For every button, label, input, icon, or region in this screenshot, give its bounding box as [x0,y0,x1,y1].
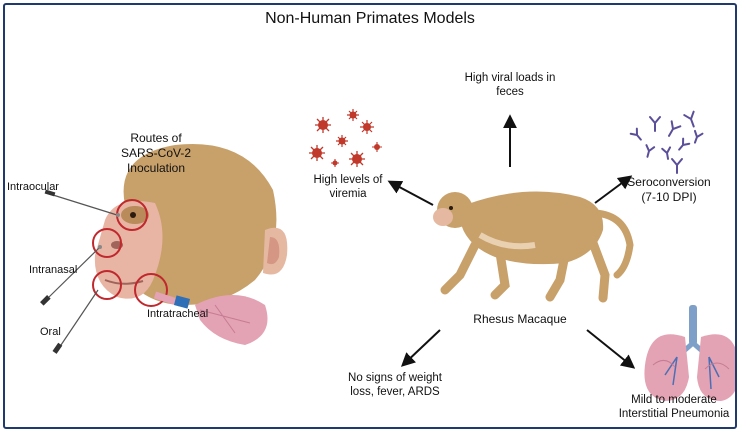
effect-pneumonia-line2: Interstitial Pneumonia [618,408,730,421]
arrow-seroconversion [594,175,633,204]
intranasal-circle [92,228,122,258]
figure-frame: Non-Human Primates Models [3,3,737,429]
syringe-intranasal-icon [40,245,102,306]
effect-viral-loads: High viral loads in feces [445,71,575,100]
effect-no-signs: No signs of weight loss, fever, ARDS [330,371,460,400]
rhesus-macaque-illustration [433,191,634,303]
syringe-intraocular-icon [44,189,120,217]
arrow-no-signs [400,329,441,367]
effect-no-signs-line2: loss, fever, ARDS [350,386,440,399]
oral-circle [92,270,122,300]
rhesus-macaque-label: Rhesus Macaque [473,312,567,326]
effect-no-signs-line1: No signs of weight [348,372,442,384]
effect-viremia: High levels of viremia [298,173,398,202]
small-lung-icon [195,295,268,345]
label-oral: Oral [40,326,61,338]
label-intratracheal: Intratracheal [147,308,209,320]
label-intraocular: Intraocular [7,181,59,193]
antibody-cluster-icon [629,110,704,174]
effect-viremia-line1: High levels of [313,174,383,186]
routes-heading-line3: Inoculation [126,161,186,175]
effect-pneumonia: Mild to moderate Interstitial Pneumonia [613,393,735,422]
virus-cluster-icon [309,109,382,167]
arrow-pneumonia [586,329,636,369]
effect-seroconversion-line2: (7-10 DPI) [641,190,697,204]
effect-viremia-line2: viremia [329,188,367,201]
intratracheal-circle [134,273,168,307]
arrow-viremia [387,180,434,206]
routes-heading-line1: Routes of [130,131,182,145]
effect-pneumonia-line1: Mild to moderate [631,394,717,406]
routes-heading-line2: SARS-CoV-2 [120,146,192,160]
routes-heading: Routes of SARS-CoV-2 Inoculation [101,131,211,176]
effect-seroconversion-line1: Seroconversion [627,175,711,189]
effect-viral-loads-line2: feces [496,86,524,99]
effect-viral-loads-line1: High viral loads in [464,72,556,84]
illustration-canvas [40,109,735,401]
monkey-head-illustration [92,143,288,345]
label-intranasal: Intranasal [29,264,78,276]
effect-seroconversion: Seroconversion (7-10 DPI) [605,175,733,205]
lungs-illustration [644,305,735,401]
figure-title: Non-Human Primates Models [265,10,475,27]
syringe-oral-icon [52,289,99,354]
